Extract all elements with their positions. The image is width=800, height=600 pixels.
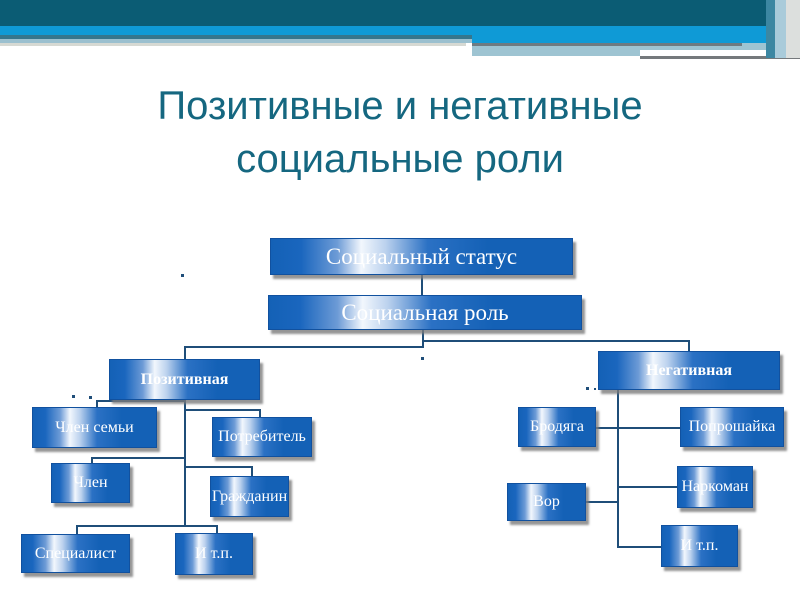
connector-citizen-h	[184, 466, 252, 468]
node-thief: Вор	[507, 483, 586, 521]
node-vagrant: Бродяга	[518, 407, 596, 447]
node-citizen: Гражданин	[210, 476, 289, 517]
header-bar-dark-teal	[0, 0, 800, 26]
header-edge-column-light	[775, 0, 786, 58]
node-etc-right: И т.п.	[661, 525, 738, 567]
connector-vagrant-beggar-h	[596, 427, 680, 429]
connector-positive-stub	[184, 346, 186, 359]
connector-specialist-etc-h	[76, 525, 218, 527]
connector-left-branch-h	[184, 346, 424, 348]
node-social-status: Социальный статус	[270, 238, 573, 275]
header-edge-column-gray	[786, 0, 800, 58]
node-social-role: Социальная роль	[268, 295, 582, 330]
slide-title-line1: Позитивные и негативные	[157, 84, 643, 128]
connector-family-h	[96, 400, 186, 402]
connector-role-down	[422, 330, 424, 348]
connector-negative-stub	[688, 340, 690, 352]
header-stripe-light-blue	[0, 39, 472, 43]
header-right-gray-line	[472, 43, 742, 46]
node-drug-addict: Наркоман	[677, 466, 753, 508]
header-edge-column-teal	[766, 0, 775, 58]
node-consumer: Потребитель	[212, 417, 312, 457]
connector-status-role	[421, 275, 423, 295]
connector-specialist-v	[76, 525, 78, 535]
node-positive: Позитивная	[109, 359, 260, 400]
header-stripe-mid-teal	[0, 35, 472, 39]
artifact-dot	[72, 395, 75, 398]
node-specialist: Специалист	[21, 534, 130, 573]
header-right-white-stripe	[640, 50, 778, 56]
node-member: Член	[51, 463, 130, 503]
node-etc-left: И т.п.	[175, 533, 253, 575]
node-negative: Негативная	[598, 351, 780, 390]
header-bar-bright-blue	[0, 26, 800, 35]
header-stripe-pale-gray	[0, 43, 466, 46]
connector-citizen-v	[251, 466, 253, 477]
connector-addict-h	[617, 486, 677, 488]
connector-right-branch-h	[422, 340, 690, 342]
header-right-gray-line-2	[640, 56, 800, 59]
connector-etc-left-v	[216, 525, 218, 534]
artifact-dot	[421, 357, 424, 360]
connector-member-h	[91, 457, 186, 459]
connector-etc-right-h	[617, 546, 662, 548]
artifact-dot	[89, 396, 92, 399]
node-family-member: Член семьи	[32, 407, 157, 448]
connector-right-spine	[617, 390, 619, 548]
connector-left-spine	[184, 400, 186, 527]
connector-consumer-h	[184, 409, 260, 411]
connector-member-v	[91, 457, 93, 464]
connector-consumer-v	[259, 409, 261, 418]
slide-title-line2: социальные роли	[236, 137, 564, 181]
artifact-dot	[181, 274, 184, 277]
connector-family-v	[96, 400, 98, 408]
artifact-dot	[594, 388, 596, 390]
header-right-bright-block	[472, 26, 800, 43]
artifact-dot	[586, 387, 589, 390]
node-beggar: Попрошайка	[680, 407, 784, 447]
connector-thief-h	[586, 501, 618, 503]
slide-title: Позитивные и негативные социальные роли	[60, 80, 740, 186]
